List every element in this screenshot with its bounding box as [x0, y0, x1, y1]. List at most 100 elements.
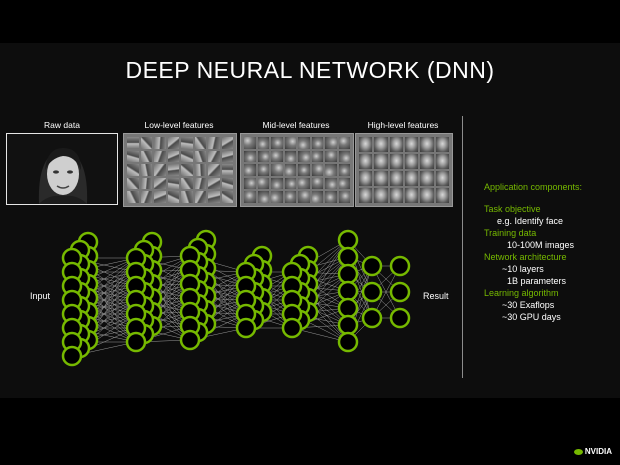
feature-tile [257, 137, 269, 149]
feature-tile [420, 154, 434, 169]
feature-tile [221, 137, 233, 149]
feature-tile [311, 191, 323, 203]
feature-tile [208, 177, 220, 190]
high-level-features-label: High-level features [367, 120, 439, 130]
feature-tile [338, 177, 350, 190]
feature-tile [167, 164, 179, 176]
face-photo [6, 133, 118, 205]
raw-data-label: Raw data [44, 120, 80, 130]
mid-level-features-image [240, 133, 354, 207]
feature-tile [244, 150, 256, 163]
feature-tile [194, 164, 206, 176]
application-heading: Application components: [484, 182, 583, 192]
high-level-features-image [355, 133, 453, 207]
nvidia-wordmark: NVIDIA [584, 447, 612, 456]
feature-tile [181, 177, 193, 190]
feature-tile [154, 150, 166, 163]
feature-tile [404, 137, 419, 152]
feature-tile [298, 137, 310, 149]
task-objective-label: Task objective [484, 204, 541, 214]
feature-tile [298, 177, 310, 190]
feature-tile [325, 164, 337, 176]
network-node [361, 307, 383, 329]
feature-tile [389, 171, 403, 186]
feature-tile [435, 171, 449, 186]
feature-tile [389, 188, 403, 203]
feature-tile [154, 177, 166, 190]
feature-tile [284, 150, 296, 163]
feature-tile [359, 188, 373, 203]
feature-tile [244, 164, 256, 176]
feature-tile [404, 171, 419, 186]
feature-tile [284, 137, 296, 149]
feature-tile [181, 150, 193, 163]
learning-algorithm-label: Learning algorithm [484, 288, 559, 298]
feature-tile [127, 150, 139, 163]
network-node [337, 314, 359, 336]
feature-tile [420, 188, 434, 203]
network-node [337, 331, 359, 353]
feature-tile [208, 150, 220, 163]
feature-tile [127, 191, 139, 203]
network-node [337, 263, 359, 285]
task-objective-value: e.g. Identify face [497, 216, 564, 226]
feature-tile [420, 137, 434, 152]
feature-tile [154, 137, 166, 149]
slide-title: DEEP NEURAL NETWORK (DNN) [125, 57, 495, 83]
feature-tile [140, 150, 152, 163]
feature-tile [154, 191, 166, 203]
feature-tile [374, 137, 388, 152]
feature-tile [140, 164, 152, 176]
result-label: Result [423, 291, 449, 301]
feature-tile [167, 191, 179, 203]
feature-tile [298, 191, 310, 203]
feature-tile [325, 150, 337, 163]
feature-tile [194, 137, 206, 149]
feature-tile [338, 137, 350, 149]
feature-tile [221, 150, 233, 163]
feature-tile [359, 154, 373, 169]
low-level-features-image [123, 133, 237, 207]
low-level-features-label: Low-level features [144, 120, 214, 130]
network-nodes [61, 229, 411, 367]
divider-line [462, 116, 463, 378]
feature-tile [140, 191, 152, 203]
feature-tile [127, 164, 139, 176]
feature-tile [298, 150, 310, 163]
feature-tile [284, 191, 296, 203]
feature-tile [311, 177, 323, 190]
feature-tile [221, 177, 233, 190]
feature-tile [181, 191, 193, 203]
feature-tile [257, 191, 269, 203]
feature-tile [435, 188, 449, 203]
feature-tile [167, 177, 179, 190]
feature-tile [338, 191, 350, 203]
feature-tile [208, 164, 220, 176]
feature-tile [271, 191, 283, 203]
nvidia-logo: NVIDIA [573, 447, 612, 456]
network-node [337, 280, 359, 302]
network-architecture-label: Network architecture [484, 252, 567, 262]
feature-tile [271, 150, 283, 163]
feature-tile [194, 150, 206, 163]
feature-tile [244, 191, 256, 203]
feature-tile [311, 137, 323, 149]
feature-tile [154, 164, 166, 176]
network-node [389, 255, 411, 277]
feature-tile [167, 137, 179, 149]
feature-tile [257, 164, 269, 176]
feature-tile [140, 177, 152, 190]
feature-tile [374, 188, 388, 203]
feature-tile [389, 154, 403, 169]
feature-tile [374, 154, 388, 169]
feature-tile [208, 137, 220, 149]
feature-tile [208, 191, 220, 203]
feature-tile [420, 171, 434, 186]
feature-tile [221, 191, 233, 203]
network-node [389, 307, 411, 329]
feature-tile [271, 137, 283, 149]
feature-tile [271, 177, 283, 190]
feature-tile [325, 177, 337, 190]
content-band [0, 43, 620, 398]
